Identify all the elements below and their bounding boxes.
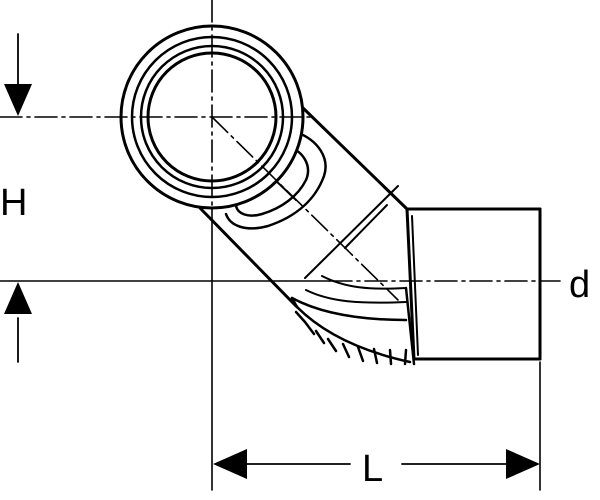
- corrugated-socket: [290, 275, 416, 366]
- center-lines: [0, 0, 561, 301]
- diameter-dimension-label: d: [569, 264, 591, 306]
- height-dimension-label: H: [0, 182, 28, 224]
- dimension-extension-lines: [0, 207, 541, 491]
- length-dimension-line: [213, 449, 540, 479]
- diagonal-pipe-body: [198, 106, 409, 309]
- horizontal-outlet-pipe: [405, 207, 542, 361]
- length-dimension-label: L: [362, 448, 384, 490]
- height-dimension-arrows: [4, 33, 32, 363]
